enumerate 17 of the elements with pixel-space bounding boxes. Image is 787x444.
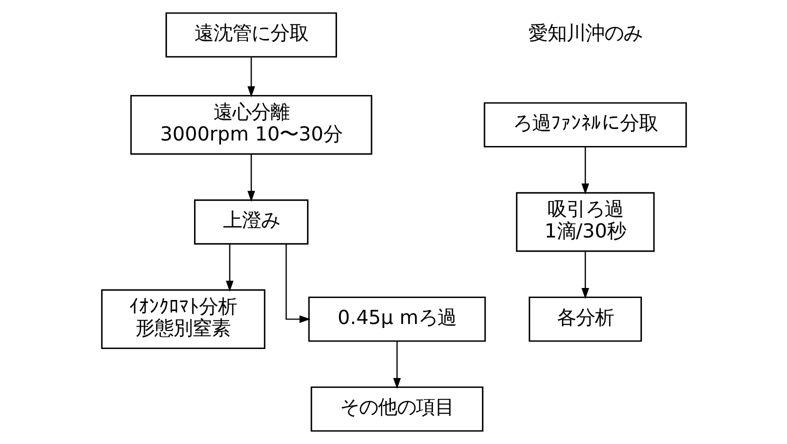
node-box: 0.45μ mろ過 <box>308 296 486 342</box>
node-box: 遠心分離 3000rpm 10〜30分 <box>130 94 372 155</box>
arrow <box>225 244 234 292</box>
arrow <box>392 341 400 389</box>
label: 愛知川沖のみ <box>528 22 642 45</box>
arrow <box>580 146 589 194</box>
arrow <box>246 57 255 98</box>
arrow <box>580 251 589 299</box>
node-box: ろ過ﾌｧﾝﾈﾙに分取 <box>483 102 686 148</box>
node-box: 遠沈管に分取 <box>165 12 337 58</box>
arrow <box>246 154 255 202</box>
node-box: 上澄み <box>194 199 308 245</box>
node-box: ｲｵﾝｸﾛﾏﾄ分析 形態別窒素 <box>100 289 265 350</box>
arrow <box>285 244 310 324</box>
node-box: 吸引ろ過 1滴/30秒 <box>515 192 654 252</box>
node-box: その他の項目 <box>310 386 483 432</box>
node-box: 各分析 <box>528 296 642 342</box>
